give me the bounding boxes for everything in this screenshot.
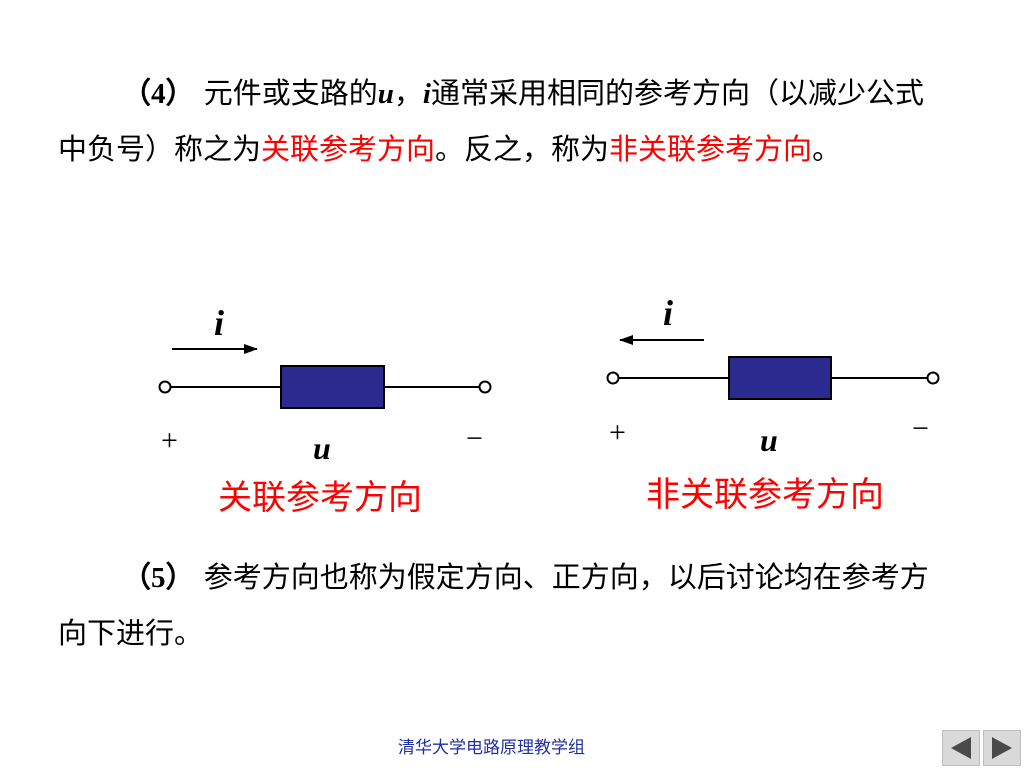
triangle-right-icon: [992, 737, 1012, 759]
comma: ，: [393, 76, 423, 110]
footer-credit: 清华大学电路原理教学组: [398, 738, 585, 758]
terminal-left-minus: [478, 380, 492, 394]
minus-label-left: −: [466, 422, 483, 455]
resistor-left: [280, 365, 385, 409]
paragraph-5-text: 参考方向也称为假定方向、正方向，以后讨论均在参考方向下进行。: [58, 560, 929, 650]
triangle-left-icon: [951, 737, 971, 759]
voltage-label-right: u: [760, 422, 778, 458]
paragraph-4-text-4: 。: [812, 132, 842, 166]
caption-non-associated: 非关联参考方向: [646, 475, 884, 515]
current-arrow-right-head: [244, 344, 258, 354]
minus-label-right: −: [912, 412, 929, 445]
next-slide-button[interactable]: [983, 730, 1021, 766]
paragraph-4-text-3: 。反之，称为: [435, 132, 610, 166]
resistor-right: [728, 356, 832, 400]
current-label-left: i: [214, 303, 225, 343]
terminal-right-minus: [926, 371, 940, 385]
terminal-right-plus: [606, 371, 620, 385]
term-associated-reference: 关联参考方向: [261, 132, 436, 166]
variable-u: u: [377, 78, 394, 110]
item-number-5: （5）: [122, 562, 195, 594]
variable-i: i: [422, 78, 431, 110]
term-non-associated-reference: 非关联参考方向: [609, 132, 813, 166]
current-arrow-left-head: [619, 335, 633, 345]
prev-slide-button[interactable]: [942, 730, 980, 766]
paragraph-4-text-2: 通常采用相同的参考方向（以减少公式中负号）称之为: [58, 76, 924, 166]
caption-associated: 关联参考方向: [218, 478, 422, 518]
voltage-label-left: u: [313, 430, 331, 466]
paragraph-5: （5） 参考方向也称为假定方向、正方向，以后讨论均在参考方向下进行。: [58, 550, 938, 661]
current-label-right: i: [663, 293, 674, 333]
plus-label-right: +: [609, 416, 626, 449]
terminal-left-plus: [158, 380, 172, 394]
paragraph-4-text-1: 元件或支路的: [194, 76, 378, 110]
item-number-4: （4）: [122, 78, 195, 110]
plus-label-left: +: [161, 424, 178, 457]
paragraph-4: （4） 元件或支路的u，i通常采用相同的参考方向（以减少公式中负号）称之为关联参…: [58, 66, 938, 177]
